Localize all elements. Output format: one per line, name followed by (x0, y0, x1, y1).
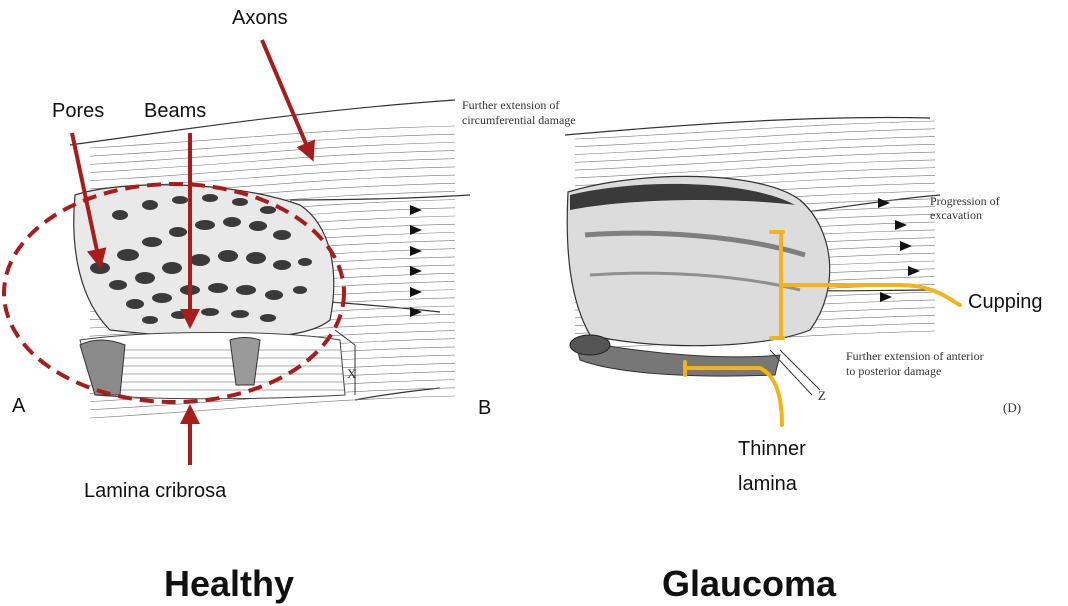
beams-label: Beams (144, 100, 206, 122)
thinner-lamina-label-1: Thinner (738, 438, 806, 460)
thinner-lamina-leader (683, 366, 784, 427)
panel-a-letter: A (12, 395, 26, 417)
arrowheads-right-a (410, 205, 422, 317)
pores-label: Pores (52, 100, 104, 122)
cupping-leader (779, 283, 962, 307)
lamina-cribrosa-illustration: X (73, 184, 357, 400)
further-anterior-label-1: Further extension of anterior (846, 349, 984, 363)
further-circumferential-label-2: circumferential damage (462, 113, 576, 127)
panel-b-letter: B (478, 397, 491, 419)
further-anterior-label-2: to posterior damage (846, 364, 941, 378)
x-marker: X (347, 366, 357, 381)
cupping-label: Cupping (968, 291, 1043, 313)
arrowheads-right-b (878, 198, 920, 302)
axons-label: Axons (232, 7, 288, 29)
further-circumferential-label-1: Further extension of (462, 98, 559, 112)
progression-label-2: excavation (930, 208, 982, 222)
healthy-panel: X Axons Pores Beams Further extension of… (2, 7, 576, 604)
glaucoma-panel: Z Progression of excavation Cupping Furt… (478, 116, 1043, 604)
lamina-highlight-ellipse (2, 182, 346, 404)
lamina-cribrosa-label: Lamina cribrosa (84, 480, 227, 502)
annotation-brackets-b (683, 230, 962, 427)
thinner-lamina-label-2: lamina (738, 473, 798, 495)
panel-tag-d: (D) (1003, 400, 1021, 415)
glaucoma-caption: Glaucoma (662, 563, 837, 604)
progression-label-1: Progression of (930, 194, 1000, 208)
annotation-arrows-a (70, 39, 315, 465)
z-marker: Z (818, 388, 826, 403)
pores-arrow (70, 132, 107, 269)
axons-arrow (260, 39, 315, 162)
healthy-caption: Healthy (164, 563, 294, 604)
